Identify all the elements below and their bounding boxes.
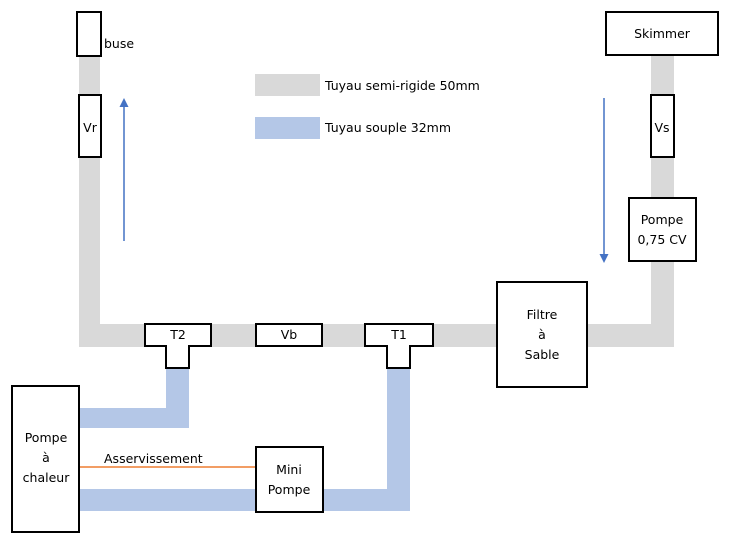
tee-t2-label: T2 — [169, 327, 186, 342]
legend-label-rigid: Tuyau semi-rigide 50mm — [324, 78, 480, 93]
sand-filter-label-3: Sable — [525, 347, 560, 362]
flow-arrow-up — [119, 98, 129, 241]
tee-t1-label: T1 — [390, 327, 407, 342]
heat-pump: Pompe à chaleur — [11, 385, 80, 533]
skimmer: Skimmer — [605, 11, 719, 56]
valve-vb: Vb — [255, 323, 323, 347]
sand-filter-label-1: Filtre — [527, 307, 558, 322]
legend-swatch-rigid — [255, 74, 320, 96]
mini-pump-label-2: Pompe — [268, 482, 311, 497]
sand-filter-label-2: à — [538, 327, 546, 342]
mini-pump-label-1: Mini — [276, 462, 302, 477]
sand-filter: Filtre à Sable — [496, 281, 588, 388]
legend-label-flexible: Tuyau souple 32mm — [324, 120, 451, 135]
flow-arrow-down — [599, 98, 609, 263]
buse-nozzle: buse — [76, 11, 134, 57]
tee-t2: T2 — [144, 323, 212, 369]
heat-pump-label-3: chaleur — [23, 470, 71, 485]
mini-pump: Mini Pompe — [255, 446, 324, 513]
control-link: Asservissement — [79, 451, 256, 468]
valve-vr-label: Vr — [83, 120, 98, 135]
control-link-label: Asservissement — [104, 451, 203, 466]
buse-label: buse — [104, 36, 134, 51]
main-pump-label-2: 0,75 CV — [637, 232, 687, 247]
main-pump: Pompe 0,75 CV — [628, 197, 697, 262]
tee-t1: T1 — [364, 323, 434, 369]
pipe-t2-to-heat-pump — [79, 368, 189, 428]
legend: Tuyau semi-rigide 50mm Tuyau souple 32mm — [255, 74, 480, 139]
valve-vs-label: Vs — [654, 120, 669, 135]
flow-arrows — [119, 98, 609, 263]
heat-pump-label-1: Pompe — [25, 430, 68, 445]
flexible-pipe-network — [79, 368, 410, 511]
pipe-t1-to-mini-pump — [318, 368, 410, 511]
valve-vr: Vr — [78, 94, 102, 158]
valve-vs: Vs — [650, 94, 675, 158]
heat-pump-label-2: à — [42, 450, 50, 465]
skimmer-label: Skimmer — [634, 26, 691, 41]
main-pump-label-1: Pompe — [641, 212, 684, 227]
legend-swatch-flexible — [255, 117, 320, 139]
valve-vb-label: Vb — [281, 327, 298, 342]
pipe-mini-pump-to-heat-pump — [79, 489, 259, 511]
